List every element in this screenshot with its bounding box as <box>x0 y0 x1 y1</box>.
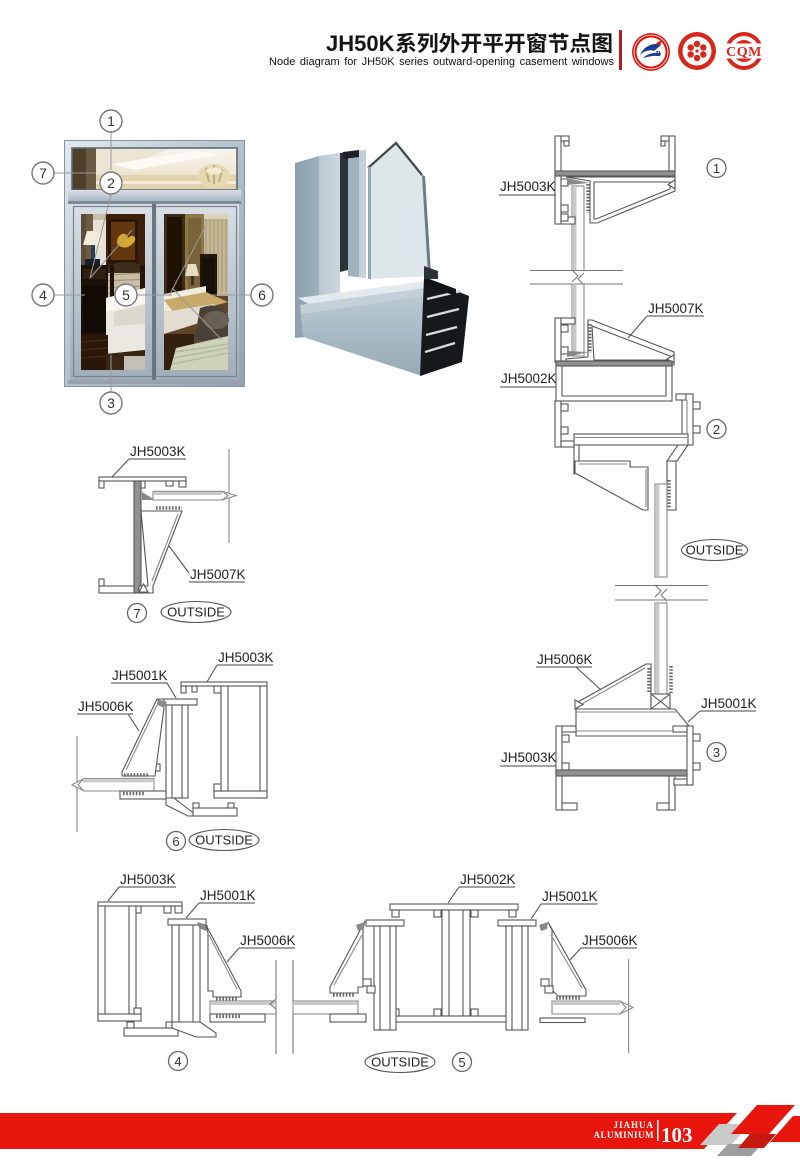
svg-text:1: 1 <box>713 161 720 176</box>
svg-text:OUTSIDE: OUTSIDE <box>195 833 253 848</box>
svg-text:JH5001K: JH5001K <box>200 888 256 903</box>
svg-text:OUTSIDE: OUTSIDE <box>371 1055 429 1070</box>
svg-text:OUTSIDE: OUTSIDE <box>167 605 225 620</box>
svg-text:2: 2 <box>713 422 720 437</box>
svg-text:JH5006K: JH5006K <box>582 933 638 948</box>
svg-text:JIAHUA: JIAHUA <box>613 1120 654 1130</box>
svg-text:4: 4 <box>39 287 47 303</box>
svg-text:6: 6 <box>258 287 266 303</box>
svg-text:JH5003K: JH5003K <box>500 179 556 194</box>
svg-text:JH5002K: JH5002K <box>460 872 516 887</box>
svg-text:JH5001K: JH5001K <box>542 889 598 904</box>
svg-text:JH5006K: JH5006K <box>537 652 593 667</box>
svg-text:CQM: CQM <box>726 45 762 60</box>
svg-text:3: 3 <box>713 745 720 760</box>
svg-text:JH5007K: JH5007K <box>190 567 246 582</box>
svg-text:2: 2 <box>107 175 115 191</box>
svg-text:4: 4 <box>174 1054 181 1069</box>
svg-text:JH5002K: JH5002K <box>501 371 557 386</box>
svg-text:JH5003K: JH5003K <box>120 872 176 887</box>
svg-text:JH5003K: JH5003K <box>218 650 274 665</box>
svg-text:JH5006K: JH5006K <box>240 933 296 948</box>
svg-text:3: 3 <box>107 395 115 411</box>
svg-text:JH5003K: JH5003K <box>501 750 557 765</box>
svg-text:7: 7 <box>39 165 47 181</box>
svg-text:JH5001K: JH5001K <box>701 696 757 711</box>
svg-text:6: 6 <box>172 834 179 849</box>
svg-text:ALUMINIUM: ALUMINIUM <box>594 1130 655 1140</box>
svg-text:1: 1 <box>107 113 115 129</box>
svg-text:JH5001K: JH5001K <box>112 668 168 683</box>
svg-text:JH5003K: JH5003K <box>130 444 186 459</box>
svg-text:B: B <box>656 50 661 58</box>
svg-text:103: 103 <box>661 1123 693 1147</box>
svg-text:5: 5 <box>458 1055 465 1070</box>
svg-text:OUTSIDE: OUTSIDE <box>686 543 744 558</box>
svg-text:5: 5 <box>122 287 130 303</box>
svg-text:JH5007K: JH5007K <box>648 301 704 316</box>
svg-text:7: 7 <box>133 606 140 621</box>
svg-text:JH5006K: JH5006K <box>78 699 134 714</box>
